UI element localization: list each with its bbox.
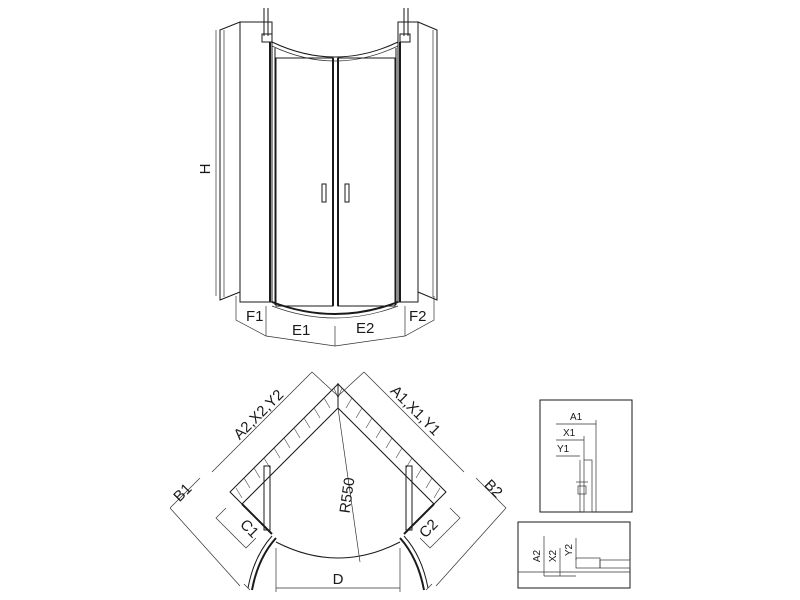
detail-top-frame [539, 399, 633, 513]
height-label: H [197, 164, 214, 175]
detail-top: A1 X1 Y1 [539, 399, 633, 513]
top-hanger-left [261, 8, 273, 43]
detail-top-label-x1: X1 [563, 428, 576, 439]
right-side-label: B2 [481, 476, 506, 501]
radius-label: R550 [337, 476, 359, 514]
detail-bottom-label-x2: X2 [548, 549, 559, 562]
left-wall-hatching [235, 387, 339, 499]
dim-label-f1: F1 [246, 308, 264, 325]
right-wall-hatching [337, 387, 441, 499]
left-sliding-door [275, 57, 334, 307]
left-fixed-glass [239, 21, 273, 303]
detail-bottom-label-a2: A2 [532, 549, 543, 562]
detail-bottom-frame [517, 521, 631, 589]
b2-dimension-line [435, 507, 507, 587]
plan-view: A2,X2,Y2 A1,X1,Y1 B1 B2 C1 C2 R550 D [169, 371, 507, 592]
right-diagonal-label: A1,X1,Y1 [387, 382, 444, 439]
right-fixed-glass-plan [403, 503, 435, 535]
bottom-dimension-frame [235, 296, 435, 347]
right-profile-plan [405, 465, 413, 531]
right-door-label: C2 [416, 516, 442, 542]
detail-top-label-y1: Y1 [557, 444, 570, 455]
right-side-panel [417, 21, 438, 301]
front-elevation: H F1 E1 E2 F2 [197, 8, 438, 347]
left-fixed-glass-plan [241, 503, 273, 535]
right-door-handle [344, 183, 350, 203]
left-door-handle [321, 183, 327, 203]
left-wall [229, 382, 339, 505]
right-diagonal-dimension [363, 371, 465, 473]
inner-arc [275, 541, 401, 559]
left-profile-plan [263, 465, 271, 531]
dim-label-e2: E2 [356, 320, 374, 337]
right-sliding-door [337, 57, 396, 307]
right-curved-door-plan [399, 537, 425, 591]
left-diagonal-dimension [211, 371, 313, 473]
left-curved-door-plan [251, 537, 277, 591]
left-diagonal-label: A2,X2,Y2 [230, 386, 287, 443]
top-hanger-right [399, 8, 411, 43]
b1-dimension-line [169, 507, 241, 587]
dim-label-e1: E1 [292, 322, 310, 339]
radius-line [337, 407, 361, 563]
bottom-curved-tray [271, 301, 399, 315]
left-side-label: B1 [170, 480, 195, 505]
left-side-panel [219, 21, 241, 301]
top-curved-rail [271, 41, 399, 58]
detail-bottom-label-y2: Y2 [564, 543, 575, 556]
detail-bottom: A2 X2 Y2 [517, 521, 631, 589]
dim-label-f2: F2 [409, 308, 427, 325]
width-label: D [333, 571, 344, 588]
detail-top-label-a1: A1 [570, 412, 583, 423]
